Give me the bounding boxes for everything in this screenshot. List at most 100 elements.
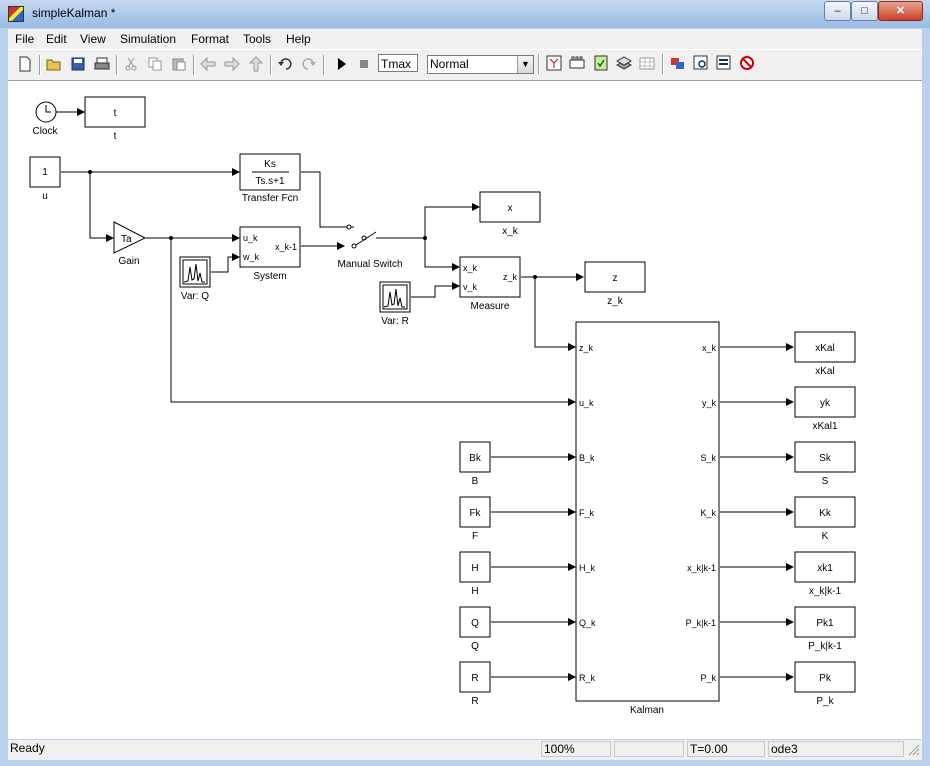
kalman-out-port: x_k [702, 343, 717, 353]
constant-label: B [472, 476, 479, 487]
tf-denominator: Ts.s+1 [255, 176, 285, 187]
t-value: t [114, 108, 117, 119]
signal-line[interactable] [301, 171, 346, 228]
menu-simulation[interactable]: Simulation [120, 32, 177, 46]
grid-icon[interactable] [639, 55, 655, 71]
menu-view[interactable]: View [80, 32, 106, 46]
menu-file[interactable]: File [15, 32, 35, 46]
to-workspace-sk[interactable]: Sk S [794, 441, 856, 487]
measure-out: z_k [503, 272, 518, 282]
save-icon[interactable] [70, 56, 86, 72]
constant-b[interactable]: Bk B [459, 441, 491, 487]
output-value: Kk [819, 508, 832, 519]
stop-simulation-icon[interactable] [356, 56, 372, 72]
menu-tools[interactable]: Tools [243, 32, 272, 46]
switch-label: Manual Switch [337, 259, 402, 270]
kalman-label: Kalman [630, 705, 664, 716]
system-subsystem[interactable]: u_k w_k x_k-1 System [239, 226, 301, 282]
open-folder-icon[interactable] [46, 56, 62, 72]
var-q-block[interactable]: Var: Q [179, 256, 211, 302]
to-workspace-yk[interactable]: yk xKal1 [794, 386, 856, 432]
to-workspace-xk1[interactable]: xk1 x_k|k-1 [794, 551, 856, 597]
manual-switch-block[interactable]: Manual Switch [337, 224, 403, 270]
status-text: Ready [10, 741, 45, 755]
start-simulation-icon[interactable] [334, 56, 350, 72]
update-diagram-icon[interactable] [569, 55, 585, 71]
forward-arrow-icon[interactable] [224, 56, 240, 72]
back-arrow-icon[interactable] [200, 56, 216, 72]
var-r-block[interactable]: Var: R [379, 281, 411, 327]
constant-q[interactable]: Q Q [459, 606, 491, 652]
simulation-mode-select[interactable]: Normal ▼ [427, 55, 534, 74]
layers-icon[interactable] [616, 55, 632, 71]
model-explorer-icon[interactable] [693, 55, 709, 71]
signal-line[interactable] [170, 238, 576, 406]
menu-help[interactable]: Help [286, 32, 311, 46]
to-workspace-z[interactable]: z z_k [584, 261, 646, 307]
output-value: xKal [815, 343, 834, 354]
maximize-button[interactable]: □ [851, 1, 878, 21]
model-properties-icon[interactable] [716, 55, 732, 71]
output-label: P_k|k-1 [808, 641, 842, 652]
signal-line[interactable] [534, 277, 576, 351]
kalman-out-port: K_k [700, 508, 716, 518]
to-workspace-t[interactable]: t t [84, 96, 146, 142]
toolbar-right [537, 49, 922, 79]
undo-icon[interactable] [277, 56, 293, 72]
signal-line[interactable] [211, 253, 240, 273]
title-bar[interactable]: simpleKalman * – □ ✕ [0, 0, 930, 28]
output-value: Sk [819, 453, 832, 464]
constant-r[interactable]: R R [459, 661, 491, 707]
constant-f[interactable]: Fk F [459, 496, 491, 542]
minimize-button[interactable]: – [824, 1, 851, 21]
to-workspace-x[interactable]: x x_k [479, 191, 541, 237]
output-label: x_k|k-1 [809, 586, 841, 597]
close-button[interactable]: ✕ [878, 1, 923, 21]
debug-icon[interactable] [739, 55, 755, 71]
kalman-out-port: S_k [700, 453, 716, 463]
print-icon[interactable] [94, 56, 110, 72]
model-advisor-icon[interactable] [593, 55, 609, 71]
build-icon[interactable] [546, 55, 562, 71]
copy-icon[interactable] [147, 56, 163, 72]
signal-line[interactable] [424, 238, 460, 271]
output-value: Pk [819, 673, 832, 684]
redo-icon[interactable] [301, 56, 317, 72]
kalman-in-port: z_k [579, 343, 594, 353]
to-workspace-pk[interactable]: Pk P_k [794, 661, 856, 707]
stop-time-input[interactable]: Tmax [378, 54, 418, 72]
kalman-in-port: u_k [579, 398, 594, 408]
output-value: yk [820, 398, 831, 409]
new-model-icon[interactable] [17, 56, 33, 72]
menu-format[interactable]: Format [191, 32, 230, 46]
up-arrow-icon[interactable] [248, 56, 264, 72]
signal-line[interactable] [411, 282, 460, 298]
signal-line[interactable] [424, 203, 480, 238]
constant-value: Bk [469, 453, 482, 464]
gain-block[interactable]: Ta Gain [113, 221, 147, 267]
cut-icon[interactable] [123, 56, 139, 72]
measure-subsystem[interactable]: x_k v_k z_k Measure [459, 256, 521, 312]
library-browser-icon[interactable] [670, 55, 686, 71]
chevron-down-icon[interactable]: ▼ [517, 56, 533, 73]
clock-block[interactable]: Clock [32, 101, 58, 137]
to-workspace-kk[interactable]: Kk K [794, 496, 856, 542]
to-workspace-pk1[interactable]: Pk1 P_k|k-1 [794, 606, 856, 652]
menu-edit[interactable]: Edit [46, 32, 67, 46]
to-workspace-xkal[interactable]: xKal xKal [794, 331, 856, 377]
resize-grip-icon[interactable] [906, 742, 920, 756]
constant-u[interactable]: 1 u [29, 156, 61, 202]
output-label: K [822, 531, 829, 542]
paste-icon[interactable] [171, 56, 187, 72]
measure-label: Measure [471, 301, 510, 312]
branch-point [88, 170, 92, 174]
kalman-subsystem[interactable]: Kalman z_k u_k B_k F_k H_k Q_k R_k x_k y… [575, 321, 720, 716]
constant-h[interactable]: H H [459, 551, 491, 597]
transfer-fcn-block[interactable]: Ks Ts.s+1 Transfer Fcn [239, 153, 301, 204]
menu-bar: File Edit View Simulation Format Tools H… [8, 29, 922, 49]
sim-time: T=0.00 [687, 741, 765, 757]
signal-line[interactable] [89, 172, 114, 242]
constant-label: F [472, 531, 478, 542]
block-diagram: Clock t t 1 u Ks Ts.s+1 Transfer Fcn [29, 96, 856, 716]
model-canvas[interactable]: Clock t t 1 u Ks Ts.s+1 Transfer Fcn [8, 80, 922, 739]
